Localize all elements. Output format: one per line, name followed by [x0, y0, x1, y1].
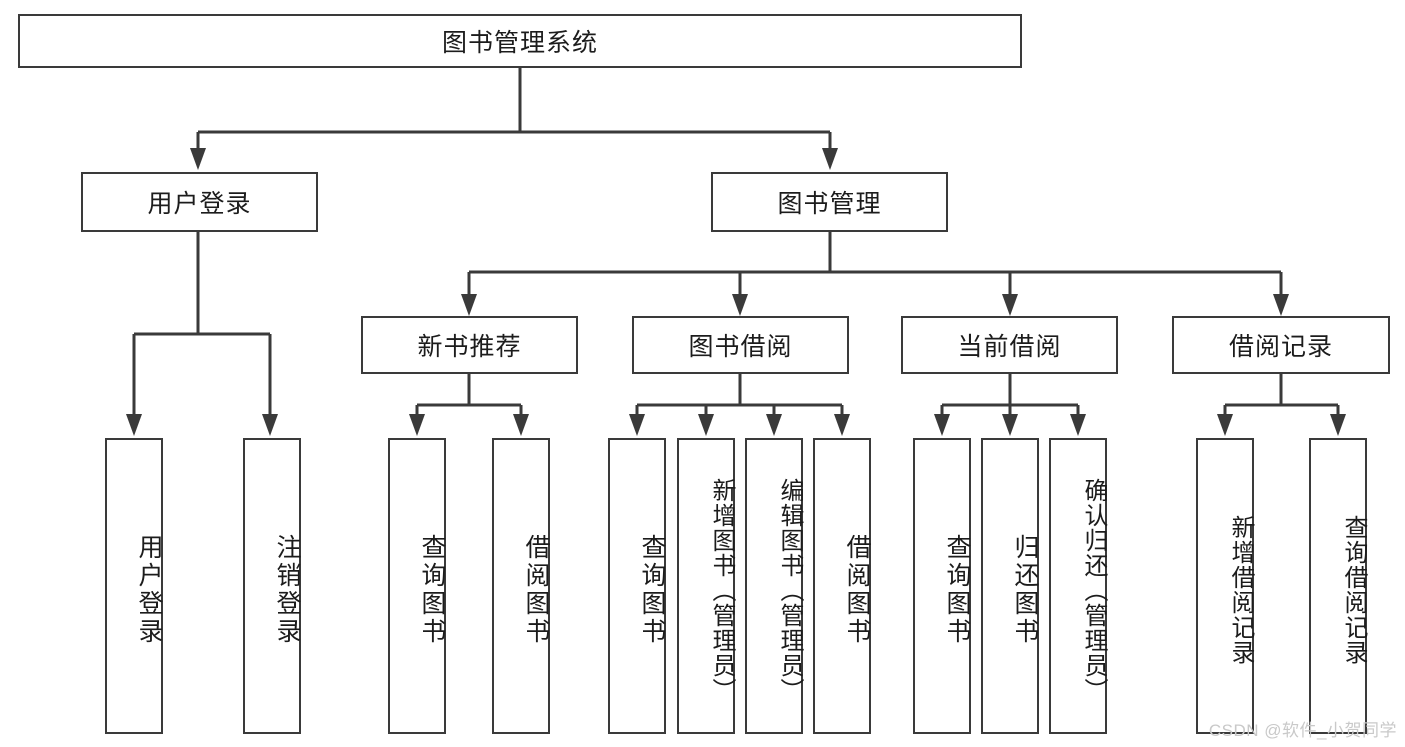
node-book-management[interactable]: 图书管理: [711, 172, 948, 232]
node-label: 用户登录: [147, 190, 252, 218]
node-borrow-record[interactable]: 借阅记录: [1172, 316, 1390, 374]
node-label: 借阅记录: [1228, 333, 1333, 361]
node-label: 新增图书（管理员）: [708, 477, 735, 703]
leaf-borrow-book[interactable]: 借阅图书: [813, 438, 871, 734]
leaf-add-book-admin[interactable]: 新增图书（管理员）: [677, 438, 735, 734]
node-label: 图书借阅: [688, 333, 793, 361]
node-label: 新书推荐: [417, 333, 522, 361]
leaf-query-book-recommend[interactable]: 查询图书: [388, 438, 446, 734]
leaf-borrow-book-recommend[interactable]: 借阅图书: [492, 438, 550, 734]
node-label: 编辑图书（管理员）: [776, 477, 803, 703]
node-label: 确认归还（管理员）: [1080, 477, 1107, 703]
leaf-confirm-return-admin[interactable]: 确认归还（管理员）: [1049, 438, 1107, 734]
csdn-watermark: CSDN @软件_小贺同学: [1208, 721, 1397, 740]
node-label: 查询图书: [638, 534, 666, 646]
node-label: 借阅图书: [522, 534, 550, 646]
node-label: 查询图书: [943, 534, 971, 646]
leaf-query-borrow-record[interactable]: 查询借阅记录: [1309, 438, 1367, 734]
node-label: 归还图书: [1011, 534, 1039, 646]
node-label: 新增借阅记录: [1227, 515, 1254, 665]
node-book-borrow[interactable]: 图书借阅: [632, 316, 849, 374]
leaf-return-book[interactable]: 归还图书: [981, 438, 1039, 734]
leaf-add-borrow-record[interactable]: 新增借阅记录: [1196, 438, 1254, 734]
node-label: 查询图书: [418, 534, 446, 646]
node-label: 图书管理: [777, 190, 882, 218]
leaf-user-login[interactable]: 用户登录: [105, 438, 163, 734]
leaf-query-book-current[interactable]: 查询图书: [913, 438, 971, 734]
node-current-borrow[interactable]: 当前借阅: [901, 316, 1118, 374]
leaf-query-book-borrow[interactable]: 查询图书: [608, 438, 666, 734]
leaf-edit-book-admin[interactable]: 编辑图书（管理员）: [745, 438, 803, 734]
node-label: 用户登录: [135, 534, 163, 646]
node-new-book-recommendation[interactable]: 新书推荐: [361, 316, 578, 374]
node-root-library-management-system[interactable]: 图书管理系统: [18, 14, 1022, 68]
leaf-logout[interactable]: 注销登录: [243, 438, 301, 734]
node-label: 当前借阅: [957, 333, 1062, 361]
node-label: 注销登录: [273, 534, 301, 646]
node-user-login[interactable]: 用户登录: [81, 172, 318, 232]
node-label: 借阅图书: [843, 534, 871, 646]
node-label: 查询借阅记录: [1340, 515, 1367, 665]
node-label: 图书管理系统: [441, 29, 598, 57]
